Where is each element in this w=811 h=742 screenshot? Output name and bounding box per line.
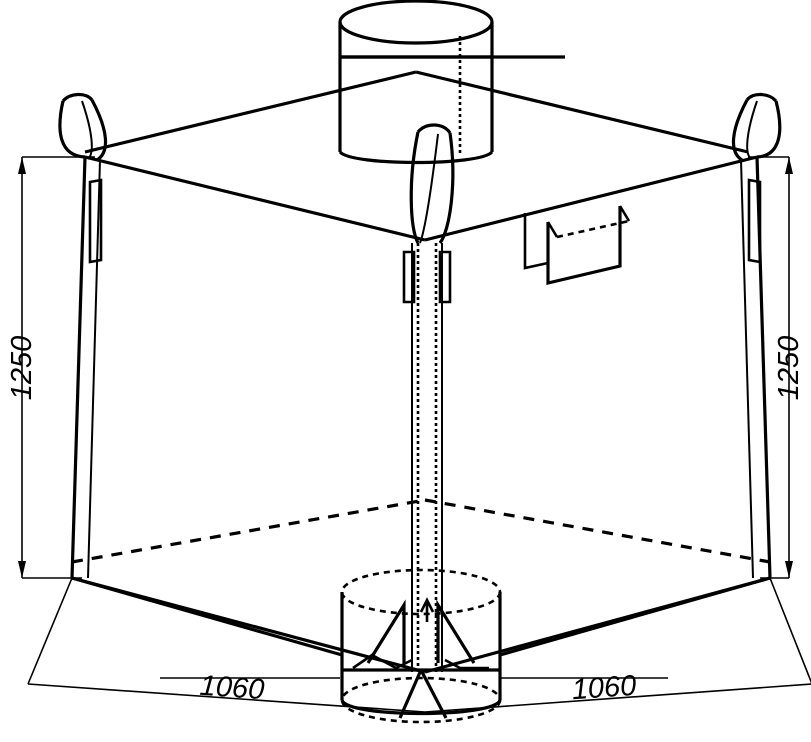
dimension-label-height-left: 1250 [6,336,38,401]
bag-bottom-panel-front [71,576,771,674]
dimension-height-right: 1250 [748,156,805,579]
discharge-fold-left [352,653,413,670]
dimension-width-left: 1060 [27,577,426,713]
top-edge-back-right [415,70,749,154]
lifting-loop-front [409,123,455,244]
bottom-edge-back-left-hidden [71,498,426,564]
guide-line-left [71,576,343,657]
loop-front-left [409,131,420,244]
discharge-spout-top-ellipse [340,568,502,616]
document-pouch [523,205,631,286]
dim-wl-line [27,683,426,713]
loop-front-top [416,123,452,134]
reinforcement-patch-front-right [438,250,452,304]
top-edge-front-left [84,155,426,242]
corner-seam-front [411,243,443,672]
dimension-label-width-left: 1060 [199,670,266,706]
dim-wr-ext-right [769,577,811,684]
dim-wl-ext-left [27,577,73,685]
loop-right-inner-left [731,99,749,162]
discharge-spout-bottom-ellipse [340,676,502,724]
top-edge-back-left [84,70,417,154]
dim-wr-line [424,683,811,713]
discharge-funnel-left [366,599,406,664]
dimension-label-width-right: 1060 [571,670,638,706]
bag-body-edges [70,156,772,579]
body-edge-right-fold [740,159,754,579]
pouch-fold-dashed-line [556,219,630,239]
pouch-fold-left-tick [546,221,559,238]
dim-left-arrow-bottom [18,561,26,578]
discharge-fold-right [444,658,489,670]
pouch-fold-right-tick [618,205,631,222]
reinforcement-patch-left [88,178,103,264]
loop-front-fold [419,133,439,244]
loop-right-fold [746,100,758,160]
pouch-body [546,206,622,286]
loop-left-top [61,92,94,103]
bag-top-panel [84,70,758,242]
discharge-spout-bottom-arc [340,699,502,716]
bag-bottom-panel-hidden [71,498,771,564]
reinforcement-patch-front-left [402,250,416,304]
loop-right-top [745,92,778,103]
dim-right-arrow-top [785,157,793,174]
discharge-funnel-right [436,599,476,664]
loop-right-outer [756,100,782,159]
body-edge-left-fold [87,159,101,579]
pouch-left-flap [523,213,549,270]
loop-left-inner-right [90,99,108,162]
guide-line-right [499,576,771,657]
top-edge-front-right [424,155,758,242]
top-spout-bottom-arc [338,150,494,165]
bottom-edge-back-right-hidden [424,498,771,564]
body-edge-left-outer [70,156,87,579]
top-spout-opening-ellipse [338,0,494,45]
loop-left-outer [58,100,86,159]
dim-left-arrow-top [18,157,26,174]
reinforcement-patch-right [747,178,762,264]
dimension-width-right: 1060 [424,577,811,713]
dim-right-arrow-bottom [785,561,793,578]
discharge-seam-arrow [419,597,435,622]
loop-front-right [438,132,455,244]
bottom-discharge-spout [340,568,502,724]
dimension-label-height-right: 1250 [773,336,805,401]
